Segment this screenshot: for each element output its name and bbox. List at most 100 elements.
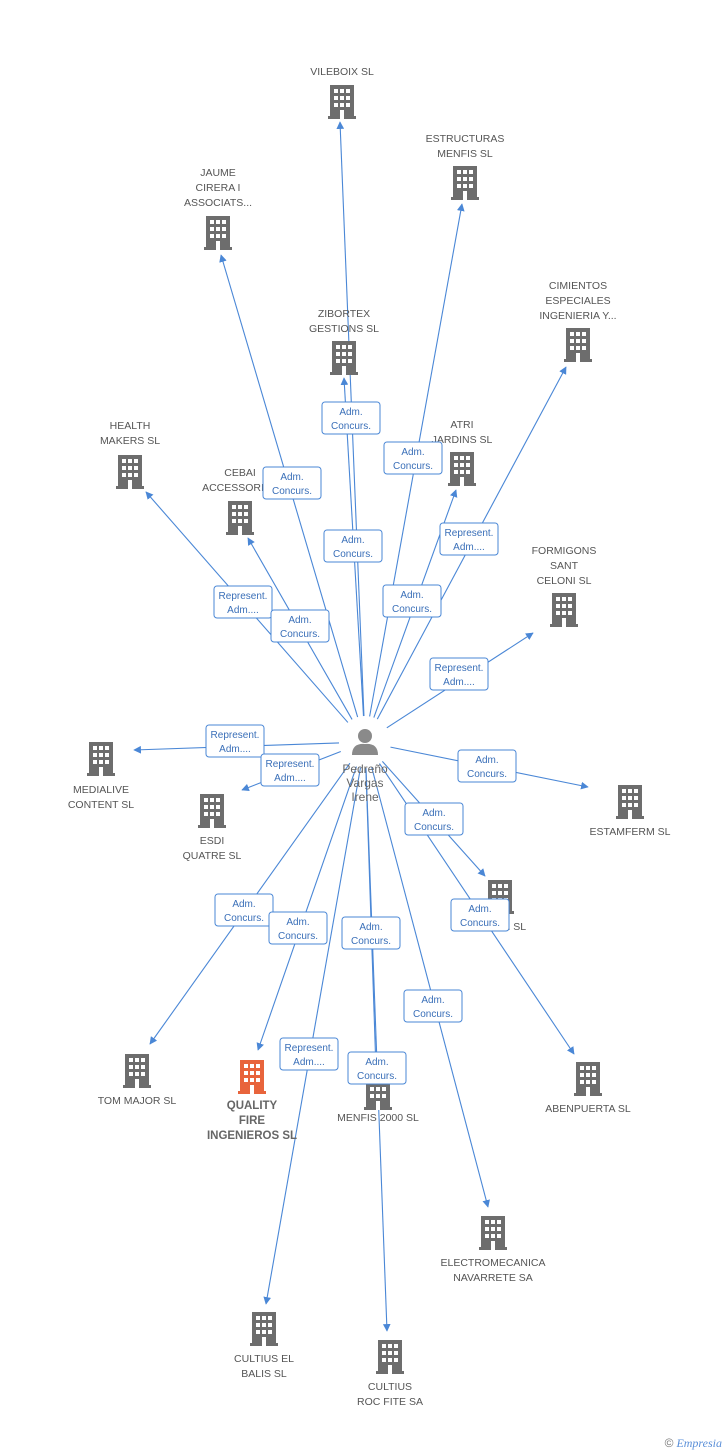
- company-label: CULTIUS: [368, 1381, 412, 1393]
- edge-label-abenpuerta[interactable]: Adm.Concurs.: [450, 898, 510, 932]
- edge-label-quality[interactable]: Adm. Concurs.: [268, 911, 328, 945]
- company-node-estamferm[interactable]: ESTAMFERM SL: [590, 785, 671, 838]
- edge-label-box: [262, 466, 322, 500]
- edge-label-box: [383, 441, 443, 475]
- company-label: FIRE: [239, 1115, 266, 1127]
- company-label: CEBAI: [224, 467, 256, 479]
- person-name-label: Irene: [351, 790, 379, 804]
- company-node-jaume[interactable]: JAUME CIRERA I ASSOCIATS...: [184, 167, 252, 250]
- edge-label-text: Represent.: [285, 1043, 334, 1054]
- edge-label-text: Adm.: [422, 808, 445, 819]
- edge-label-text: Concurs.: [331, 421, 371, 432]
- building-icon: [574, 1062, 602, 1096]
- company-label: CULTIUS EL: [234, 1353, 294, 1365]
- person-name-label: Pedreño: [342, 762, 388, 776]
- company-node-abenpuerta[interactable]: ABENPUERTA SL: [545, 1062, 631, 1115]
- company-label: NAVARRETE SA: [453, 1272, 533, 1284]
- brand-name[interactable]: Empresia: [676, 1436, 722, 1450]
- edge-label-health[interactable]: Represent.Adm....: [213, 585, 273, 619]
- building-icon: [226, 501, 254, 535]
- company-label: FORMIGONS: [532, 545, 597, 557]
- company-label: ABENPUERTA SL: [545, 1103, 631, 1115]
- edge-label-medialive[interactable]: Represent.Adm....: [205, 724, 265, 758]
- company-label: ESTRUCTURAS: [426, 133, 505, 145]
- company-label: GESTIONS SL: [309, 323, 379, 335]
- edge-label-text: Concurs.: [357, 1071, 397, 1082]
- edge-label-electromecanica[interactable]: Adm.Concurs.: [403, 989, 463, 1023]
- company-label: ASSOCIATS...: [184, 197, 252, 209]
- edge-cultiusroc: [365, 767, 391, 1332]
- edge-label-text: Adm....: [219, 744, 251, 755]
- edge-label-text: Adm.: [401, 447, 424, 458]
- company-node-cultiusel[interactable]: CULTIUS EL BALIS SL: [234, 1312, 294, 1380]
- edge-label-box: [205, 724, 265, 758]
- company-label: QUALITY: [227, 1100, 278, 1112]
- building-icon: [564, 328, 592, 362]
- edge-labels-layer: Adm. Concurs. Adm. Concurs. Adm. Concurs. Repr…: [205, 401, 517, 1085]
- edge-label-formigons[interactable]: Represent.Adm....: [429, 657, 489, 691]
- building-icon: [250, 1312, 278, 1346]
- company-node-menfis2000[interactable]: MENFIS 2000 SL: [337, 1076, 419, 1124]
- edge-label-cultiusel[interactable]: Represent.Adm....: [279, 1037, 339, 1071]
- edge-label-text: Concurs.: [393, 461, 433, 472]
- edge-label-vileboix[interactable]: Adm.Concurs.: [321, 401, 381, 435]
- edge-label-zibortex[interactable]: Adm. Concurs.: [323, 529, 383, 563]
- edge-label-box: [450, 898, 510, 932]
- edge-label-text: Concurs.: [278, 931, 318, 942]
- edge-label-text: Adm.: [288, 615, 311, 626]
- company-node-electromecanica[interactable]: ELECTROMECANICA NAVARRETE SA: [440, 1216, 546, 1284]
- edge-label-cebai[interactable]: Adm.Concurs.: [270, 609, 330, 643]
- edge-label-text: Adm.: [286, 917, 309, 928]
- company-label: MENFIS 2000 SL: [337, 1112, 419, 1124]
- building-icon: [116, 455, 144, 489]
- company-label: JAUME: [200, 167, 236, 179]
- company-label: ACCESSORIES: [202, 482, 278, 494]
- edge-label-cimientos[interactable]: Represent.Adm....: [439, 522, 499, 556]
- edge-label-hidden[interactable]: Adm.Concurs.: [404, 802, 464, 836]
- company-node-tommajor[interactable]: TOM MAJOR SL: [98, 1054, 177, 1107]
- edge-label-cultiusroc[interactable]: Adm.Concurs.: [347, 1051, 407, 1085]
- edge-label-esdi[interactable]: Represent.Adm....: [260, 753, 320, 787]
- edge-label-jaume[interactable]: Adm.Concurs.: [262, 466, 322, 500]
- building-icon: [198, 794, 226, 828]
- edge-label-estamferm[interactable]: Adm.Concurs.: [457, 749, 517, 783]
- edge-label-text: Concurs.: [333, 549, 373, 560]
- edge-label-text: Concurs.: [351, 936, 391, 947]
- edge-label-text: Adm.: [341, 535, 364, 546]
- company-label: CIRERA I: [196, 182, 241, 194]
- edge-label-box: [429, 657, 489, 691]
- edge-label-box: [341, 916, 401, 950]
- company-label: VILEBOIX SL: [310, 66, 374, 78]
- edge-label-atri[interactable]: Adm.Concurs.: [382, 584, 442, 618]
- edge-label-box: [382, 584, 442, 618]
- edge-label-text: Concurs.: [272, 486, 312, 497]
- edge-label-menfis2000[interactable]: Adm.Concurs.: [341, 916, 401, 950]
- edge-label-text: Represent.: [445, 528, 494, 539]
- company-label: ELECTROMECANICA: [440, 1257, 545, 1269]
- building-icon: [238, 1060, 266, 1094]
- building-icon: [616, 785, 644, 819]
- building-icon: [451, 166, 479, 200]
- company-node-cebai[interactable]: CEBAI ACCESSORIES: [202, 467, 278, 535]
- edge-label-tommajor[interactable]: Adm.Concurs.: [214, 893, 274, 927]
- company-label: CELONI SL: [537, 575, 592, 587]
- company-label: BALIS SL: [241, 1368, 287, 1380]
- company-label: CIMIENTOS: [549, 280, 607, 292]
- company-node-vileboix[interactable]: VILEBOIX SL: [310, 66, 374, 119]
- edge-label-box: [268, 911, 328, 945]
- edge-label-text: Concurs.: [460, 918, 500, 929]
- person-icon: [352, 729, 378, 755]
- edge-label-estructuras[interactable]: Adm. Concurs.: [383, 441, 443, 475]
- building-icon: [87, 742, 115, 776]
